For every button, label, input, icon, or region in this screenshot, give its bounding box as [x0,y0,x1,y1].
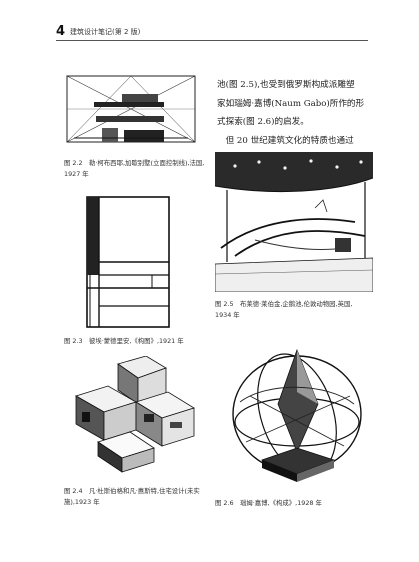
figure-2-2-caption: 图 2.2 勒·柯布西耶,加歇别墅(立面控制线),法国, 1927 年 [64,158,214,180]
caption-line: 1927 年 [64,170,89,178]
figure-2-4-axonometric-house [58,356,208,474]
header-rule [56,40,368,41]
page-number: 4 [56,24,66,39]
body-line: 家如瑙姆·嘉博(Naum Gabo)所作的形 [217,98,365,109]
caption-line: 图 2.5 布莱德·莱伯金,企鹅池,伦敦动物园,英国, [215,300,353,308]
caption-line: 图 2.3 彼埃·蒙德里安,《构图》,1921 年 [64,337,184,345]
caption-line: 图 2.2 勒·柯布西耶,加歇别墅(立面控制线),法国, [64,159,205,167]
figure-2-2-villa-facade [64,72,198,144]
figure-2-5-caption: 图 2.5 布莱德·莱伯金,企鹅池,伦敦动物园,英国, 1934 年 [215,299,375,321]
body-line: 式探索(图 2.6)的启发。 [217,117,309,127]
caption-line: 图 2.4 凡·杜斯伯格和凡·惠斯特,住宅设计(未实 [64,487,200,495]
body-line: 池(图 2.5),也受到俄罗斯构成派雕塑 [217,80,355,90]
figure-2-3-mondrian-composition [86,196,170,328]
caption-line: 1934 年 [215,311,240,319]
figure-2-3-caption: 图 2.3 彼埃·蒙德里安,《构图》,1921 年 [64,336,214,347]
body-line: 但 20 世纪建筑文化的特质也通过 [217,135,354,146]
body-paragraph: 池(图 2.5),也受到俄罗斯构成派雕塑 家如瑙姆·嘉博(Naum Gabo)所… [217,76,372,150]
figure-2-6-caption: 图 2.6 瑙姆·嘉博,《构成》,1928 年 [215,498,375,509]
figure-2-4-caption: 图 2.4 凡·杜斯伯格和凡·惠斯特,住宅设计(未实 施),1923 年 [64,486,214,508]
caption-line: 施),1923 年 [64,498,100,506]
figure-2-5-penguin-pool [215,152,373,292]
running-title: 建筑设计笔记(第 2 版) [70,28,141,36]
caption-line: 图 2.6 瑙姆·嘉博,《构成》,1928 年 [215,499,322,507]
figure-2-6-gabo-construction [226,342,368,488]
